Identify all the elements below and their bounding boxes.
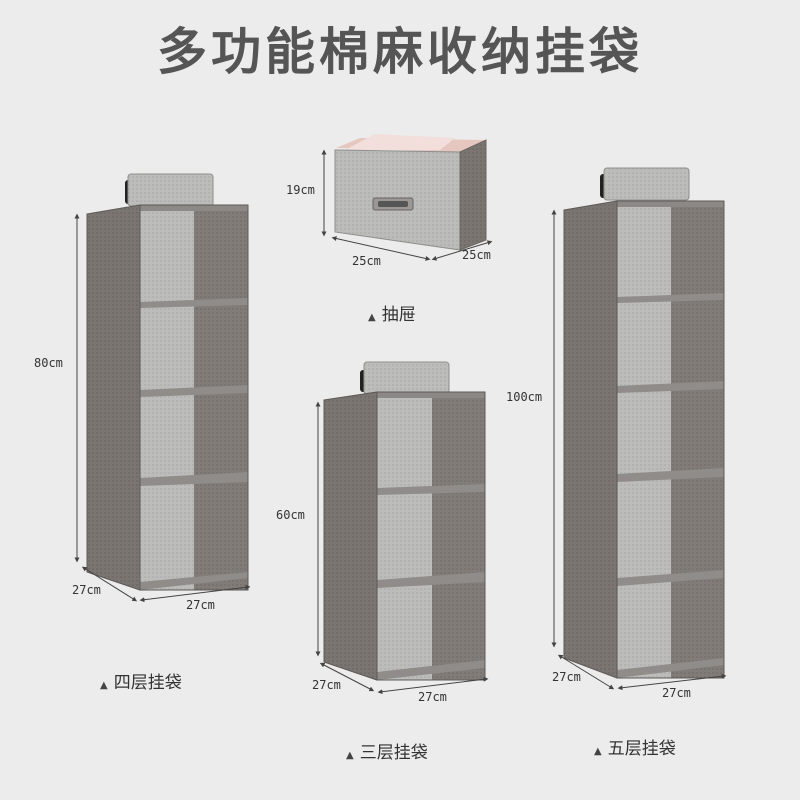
three-tier-width-label: 27cm: [418, 690, 447, 704]
drawer-height-label: 19cm: [286, 183, 315, 197]
four-tier-depth-label: 27cm: [72, 583, 101, 597]
page-title: 多功能棉麻收纳挂袋: [157, 23, 643, 81]
four-tier-caption-text: 四层挂袋: [113, 673, 182, 693]
three-tier-caption: ▲ 三层挂袋: [346, 738, 428, 763]
triangle-icon: ▲: [100, 680, 108, 691]
drawer-width-label: 25cm: [352, 254, 381, 268]
three-tier-organizer: [315, 361, 489, 695]
triangle-icon: ▲: [368, 312, 376, 323]
drawer-box: [321, 134, 493, 261]
four-tier-organizer: [74, 173, 251, 603]
five-tier-height-label: 100cm: [506, 390, 543, 404]
drawer-caption: ▲ 抽屉: [368, 300, 416, 325]
five-tier-width-label: 27cm: [662, 686, 691, 700]
three-tier-depth-label: 27cm: [312, 678, 341, 692]
four-tier-caption: ▲ 四层挂袋: [100, 668, 182, 693]
three-tier-height-label: 60cm: [276, 508, 305, 522]
five-tier-caption: ▲ 五层挂袋: [594, 734, 676, 759]
five-tier-caption-text: 五层挂袋: [607, 739, 676, 759]
five-tier-depth-label: 27cm: [552, 670, 581, 684]
four-tier-width-label: 27cm: [186, 598, 215, 612]
drawer-depth-label: 25cm: [462, 248, 491, 262]
three-tier-caption-text: 三层挂袋: [359, 743, 428, 763]
triangle-icon: ▲: [346, 750, 354, 761]
four-tier-height-label: 80cm: [34, 356, 63, 370]
drawer-caption-text: 抽屉: [381, 305, 416, 325]
triangle-icon: ▲: [594, 746, 602, 757]
five-tier-organizer: [551, 167, 727, 691]
